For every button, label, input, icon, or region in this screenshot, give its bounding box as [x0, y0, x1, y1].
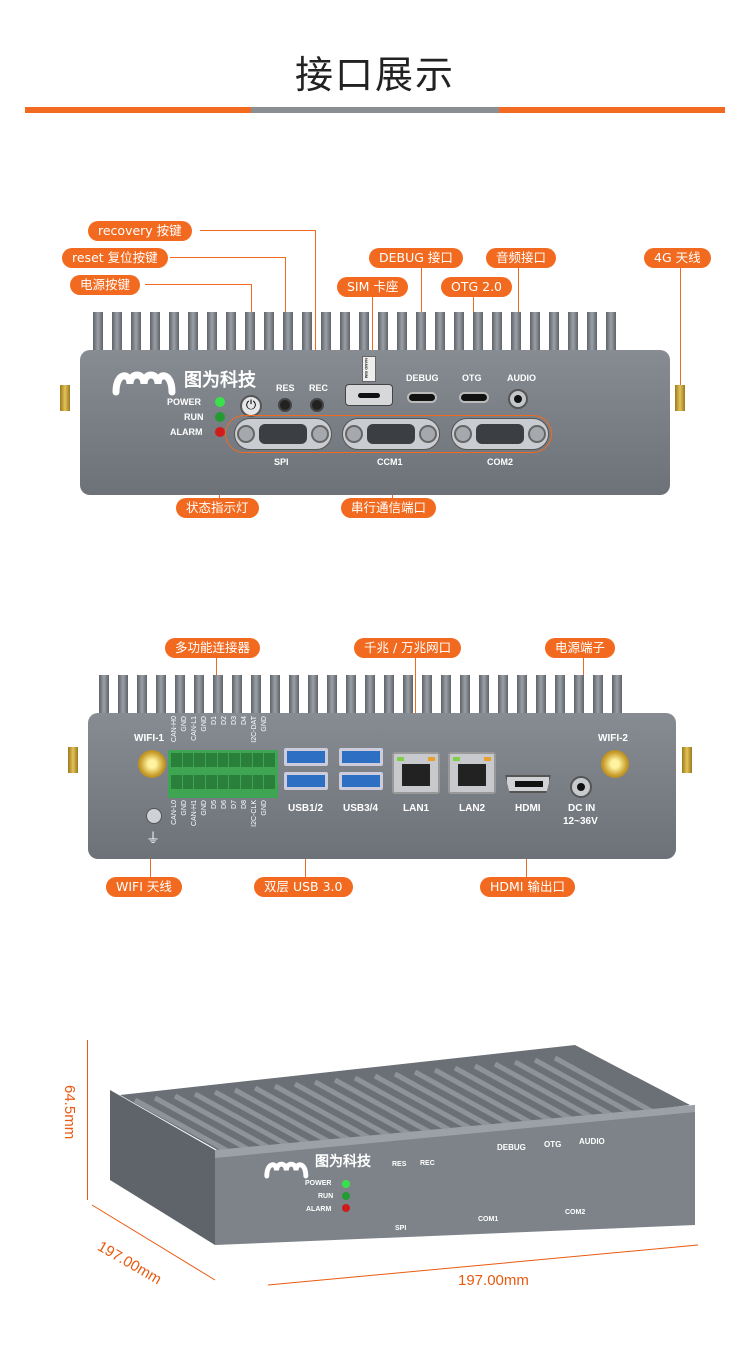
otg-port[interactable] [459, 392, 489, 403]
callout-sim: SIM 卡座 [337, 277, 409, 297]
wifi2-label: WIFI-2 [598, 733, 628, 744]
led-alarm [215, 427, 225, 437]
callout-reset: reset 复位按键 [62, 248, 168, 268]
usb4-port[interactable] [339, 772, 383, 790]
audio-label: AUDIO [507, 373, 536, 383]
wifi-antenna-left [68, 747, 78, 773]
height-dimension-line [87, 1040, 88, 1200]
dc-in-label: DC IN [568, 803, 596, 814]
width-dimension: 197.00mm [458, 1272, 529, 1289]
led-alarm-2 [342, 1204, 350, 1212]
lan2-port[interactable] [448, 752, 496, 794]
title-rule-right [499, 107, 725, 113]
led-label-run: RUN [184, 412, 204, 422]
reset-button[interactable] [278, 398, 292, 412]
led-label-alarm: ALARM [170, 427, 203, 437]
power-button[interactable]: ⏻ [240, 395, 262, 417]
antenna-left [60, 385, 70, 411]
heatsink-fins-front [93, 312, 616, 357]
debug-label-2: DEBUG [497, 1143, 526, 1152]
led-label-power-2: POWER [305, 1180, 332, 1187]
callout-power-button: 电源按键 [70, 275, 141, 295]
callout-hdmi: HDMI 输出口 [480, 877, 575, 897]
wifi2-connector[interactable] [601, 750, 629, 778]
ground-screw [146, 808, 162, 824]
usb3-port[interactable] [339, 748, 383, 766]
com2-label-2: COM2 [565, 1209, 586, 1216]
led-power [215, 397, 225, 407]
brand-logo-small-icon [264, 1161, 309, 1179]
usb1-port[interactable] [284, 748, 328, 766]
com2-port[interactable] [451, 418, 549, 450]
rec-label: REC [309, 383, 329, 393]
callout-multi-connector: 多功能连接器 [165, 638, 261, 658]
callout-usb: 双层 USB 3.0 [254, 877, 353, 897]
sim-label: NANO SIM [364, 358, 369, 378]
led-label-power: POWER [167, 397, 202, 407]
brand-name-small: 图为科技 [315, 1154, 371, 1170]
com2-label: COM2 [487, 457, 514, 467]
spi-label: SPI [274, 457, 289, 467]
led-label-run-2: RUN [318, 1193, 334, 1200]
callout-4g-antenna: 4G 天线 [644, 248, 711, 268]
hdmi-label: HDMI [515, 803, 541, 814]
ground-icon: ⏚ [146, 831, 160, 847]
recovery-button[interactable] [310, 398, 324, 412]
com1-label-2: COM1 [478, 1216, 499, 1223]
wifi1-connector[interactable] [138, 750, 166, 778]
callout-otg: OTG 2.0 [441, 277, 513, 297]
device-perspective [110, 1045, 695, 1245]
brand-logo-icon [112, 371, 176, 396]
usb2-port[interactable] [284, 772, 328, 790]
audio-jack[interactable] [508, 389, 528, 409]
spi-label-2: SPI [395, 1225, 407, 1232]
wifi1-label: WIFI-1 [134, 733, 164, 744]
title-rule-left [25, 107, 251, 113]
multi-function-terminal[interactable] [168, 750, 278, 798]
callout-recovery: recovery 按键 [88, 221, 192, 241]
usb12-label: USB1/2 [288, 803, 324, 814]
debug-label: DEBUG [406, 373, 439, 383]
led-label-alarm-2: ALARM [306, 1206, 332, 1213]
sim-slot[interactable] [345, 384, 393, 406]
spi-port[interactable] [234, 418, 332, 450]
ccm1-port[interactable] [342, 418, 440, 450]
lan2-label: LAN2 [459, 803, 486, 814]
brand-name: 图为科技 [184, 370, 256, 391]
callout-debug: DEBUG 接口 [369, 248, 463, 268]
dc-in-jack[interactable] [570, 776, 592, 798]
res-label-2: RES [392, 1161, 407, 1168]
dc-range-label: 12~36V [563, 816, 598, 827]
lan1-port[interactable] [392, 752, 440, 794]
callout-wifi: WIFI 天线 [106, 877, 182, 897]
callout-dc: 电源端子 [545, 638, 616, 658]
callout-serial: 串行通信端口 [341, 498, 437, 518]
audio-label-2: AUDIO [579, 1137, 605, 1146]
otg-label: OTG [462, 373, 482, 383]
page-title: 接口展示 [294, 53, 455, 97]
wifi-antenna-right [682, 747, 692, 773]
serial-outline [225, 415, 552, 453]
title-rule-mid [251, 107, 499, 113]
heatsink-fins-rear [99, 675, 622, 720]
led-run-2 [342, 1192, 350, 1200]
antenna-4g [675, 385, 685, 411]
debug-port[interactable] [407, 392, 437, 403]
otg-label-2: OTG [544, 1140, 562, 1149]
sim-label-box: NANO SIM [362, 356, 376, 382]
callout-lan: 千兆 / 万兆网口 [354, 638, 462, 658]
ccm1-label: CCM1 [377, 457, 403, 467]
res-label: RES [276, 383, 295, 393]
rec-label-2: REC [420, 1160, 435, 1167]
lan1-label: LAN1 [403, 803, 430, 814]
callout-audio: 音频接口 [486, 248, 557, 268]
led-power-2 [342, 1180, 350, 1188]
led-run [215, 412, 225, 422]
callout-status-led: 状态指示灯 [176, 498, 259, 518]
usb34-label: USB3/4 [343, 803, 379, 814]
